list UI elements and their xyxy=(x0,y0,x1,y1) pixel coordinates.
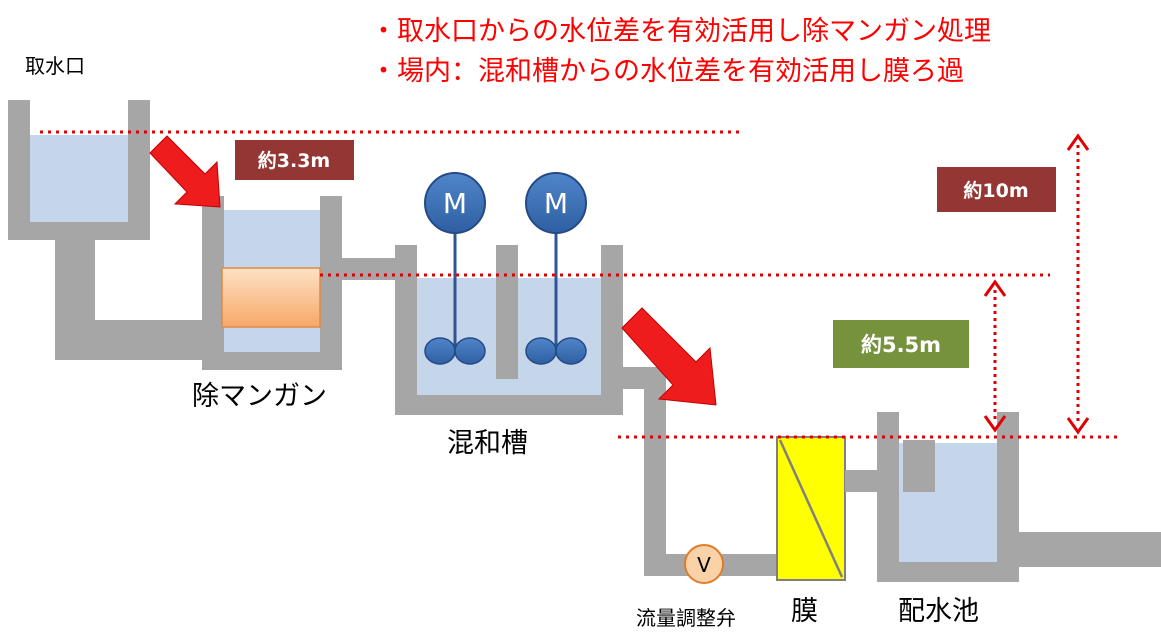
pipe-mn-to-mixing xyxy=(342,258,397,280)
mixing-tank: M M xyxy=(395,172,623,415)
intake-tank xyxy=(8,100,150,240)
flow-arrow-intake-to-mn xyxy=(149,135,221,208)
height-badge-3-3m: 約3.3m xyxy=(235,140,354,180)
impeller-icon xyxy=(555,337,587,365)
reservoir-label: 配水池 xyxy=(898,596,979,627)
impeller-icon xyxy=(525,337,557,365)
mixing-baffle xyxy=(496,245,518,379)
dimension-arrow-10m xyxy=(1066,133,1090,435)
note-line-1: ・取水口からの水位差を有効活用し除マンガン処理 xyxy=(370,16,991,47)
membrane-unit xyxy=(776,436,846,581)
membrane-label: 膜 xyxy=(791,596,818,627)
motor-icon xyxy=(424,172,486,234)
height-badge-10m: 約10m xyxy=(937,167,1056,212)
impeller-icon xyxy=(454,337,486,365)
flow-control-valve xyxy=(684,544,724,584)
note-line-2: ・場内：混和槽からの水位差を有効活用し膜ろ過 xyxy=(370,56,964,87)
mn-removal-tank xyxy=(202,196,342,370)
badge-10m-text: 約10m xyxy=(963,179,1028,202)
agitator-1 xyxy=(424,172,486,365)
badge-5-5m-text: 約5.5m xyxy=(861,333,941,357)
distribution-reservoir xyxy=(877,412,1019,582)
motor-icon xyxy=(525,172,587,234)
motor-2-label: M xyxy=(544,187,568,220)
pipe-mixing-to-membrane xyxy=(623,367,780,576)
intake-label: 取水口 xyxy=(25,54,85,78)
mixing-tank-label: 混和槽 xyxy=(447,428,528,459)
dimension-arrow-5-5m xyxy=(983,279,1007,433)
motor-1-label: M xyxy=(443,187,467,220)
agitator-2 xyxy=(525,172,587,365)
flow-arrow-mixing-to-membrane xyxy=(621,307,717,406)
valve-icon xyxy=(684,544,724,584)
pipe-intake-to-mn xyxy=(55,240,205,360)
mn-filter xyxy=(221,267,321,328)
valve-symbol: V xyxy=(697,553,711,577)
mn-removal-label: 除マンガン xyxy=(192,381,327,412)
pipe-outlet xyxy=(1019,532,1161,567)
badge-3-3m-text: 約3.3m xyxy=(258,149,330,172)
impeller-icon xyxy=(424,337,456,365)
height-badge-5-5m: 約5.5m xyxy=(833,320,969,368)
flow-valve-label: 流量調整弁 xyxy=(636,606,736,630)
